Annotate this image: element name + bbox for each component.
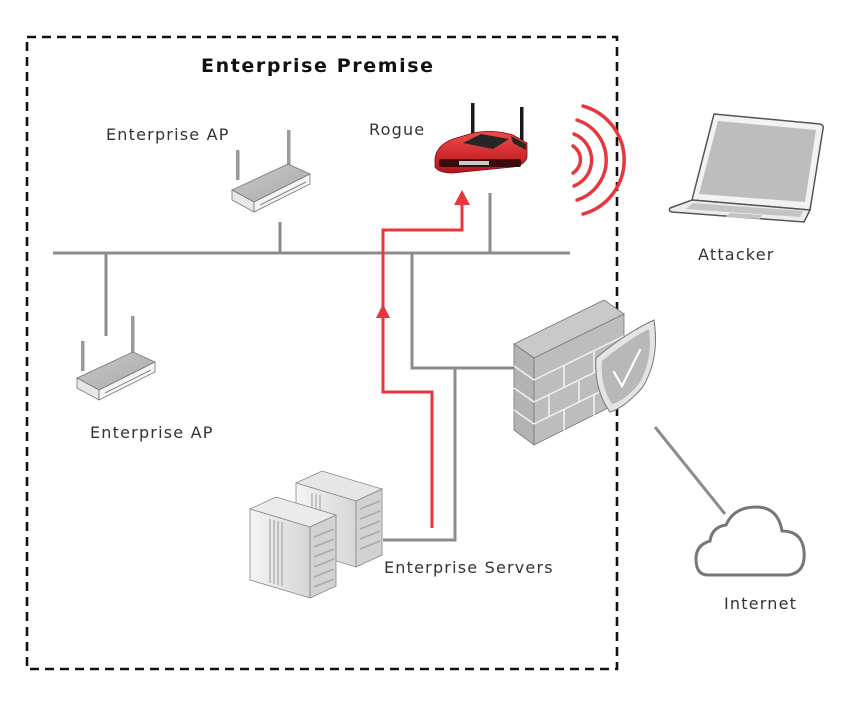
- laptop-icon: [668, 113, 824, 223]
- enterprise-ap-left[interactable]: Enterprise AP: [76, 316, 214, 442]
- attack-path: [376, 190, 470, 528]
- enterprise-ap-left-label: Enterprise AP: [90, 423, 214, 442]
- wireless-router-icon: [231, 130, 311, 213]
- attacker[interactable]: Attacker: [668, 113, 824, 264]
- wired-connections: [53, 193, 727, 542]
- server-icon: [248, 470, 384, 599]
- rogue-router-icon: [434, 103, 528, 174]
- attack-path-line: [381, 202, 464, 528]
- enterprise-ap-top-label: Enterprise AP: [106, 125, 230, 144]
- wireless-signal-icon: [571, 104, 626, 216]
- wire-internet: [653, 426, 727, 515]
- attack-arrow-end: [454, 190, 470, 205]
- internet-label: Internet: [724, 594, 797, 613]
- internet[interactable]: Internet: [694, 505, 806, 613]
- wireless-router-icon: [76, 316, 156, 401]
- rogue-label: Rogue: [369, 120, 425, 139]
- wire-firewall: [410, 253, 514, 370]
- rogue-device[interactable]: Rogue: [369, 103, 528, 174]
- wire-servers: [383, 368, 457, 542]
- enterprise-servers-label: Enterprise Servers: [384, 558, 554, 577]
- attack-arrow-mid: [376, 304, 390, 318]
- cloud-icon: [694, 505, 806, 577]
- enterprise-ap-top[interactable]: Enterprise AP: [106, 125, 311, 213]
- premise-title: Enterprise Premise: [201, 55, 435, 77]
- firewall[interactable]: [513, 299, 656, 446]
- enterprise-servers[interactable]: Enterprise Servers: [248, 470, 554, 599]
- attacker-label: Attacker: [698, 245, 775, 264]
- firewall-shield-icon: [513, 299, 656, 446]
